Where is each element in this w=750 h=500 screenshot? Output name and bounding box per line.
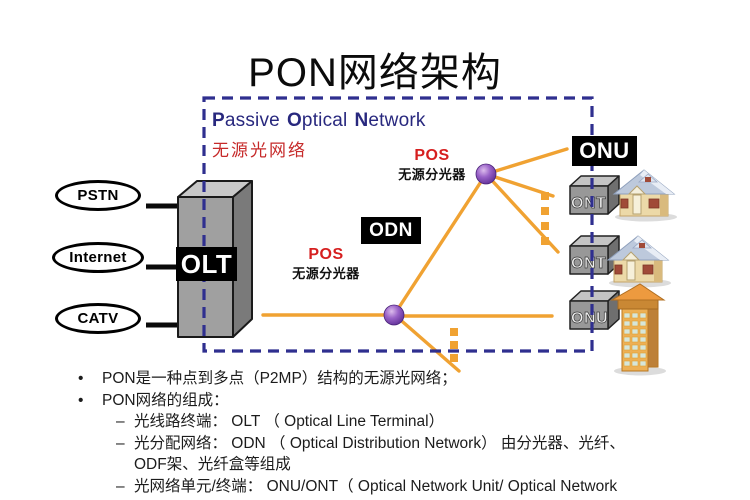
onu-label: ONU (572, 136, 637, 166)
pos-label-bottom: POS 无源分光器 (286, 246, 366, 281)
pon-boundary-dashed-rect (202, 96, 594, 353)
ont2-label: ONT (571, 255, 606, 272)
splitter-sphere-top (475, 163, 497, 185)
ont1-label: ONT (571, 195, 606, 212)
service-feed-lines (146, 203, 179, 328)
olt-label: OLT (176, 247, 237, 281)
pstn-ellipse: PSTN (55, 180, 141, 211)
bullet-subitem: – 光线路终端： OLT （ Optical Line Terminal） (116, 413, 445, 430)
catv-ellipse: CATV (55, 303, 141, 334)
more-terminals-dots (450, 192, 549, 362)
odn-label: ODN (361, 217, 421, 244)
fiber-to-onu-box (484, 147, 569, 176)
ont-cube-2 (569, 235, 620, 275)
fiber-branch-down (394, 314, 461, 373)
building-icon (610, 283, 666, 376)
internet-ellipse: Internet (52, 242, 144, 273)
bullet-list: • PON是一种点到多点（P2MP）结构的无源光网络； • PON网络的组成： … (78, 368, 746, 497)
ont-cube-1 (569, 175, 620, 215)
pos-bottom-name: POS (308, 246, 344, 263)
pon-initial-o: O (286, 110, 302, 131)
pon-expansion-chinese: 无源光网络 (212, 141, 307, 160)
onu3-label: ONU (571, 310, 608, 327)
bullet-subitem: – 光网络单元/终端： ONU/ONT（ Optical Network Uni… (116, 477, 618, 495)
house-1 (613, 169, 678, 222)
bullet-continuation: ODF架、光纤盒等组成 (134, 456, 291, 473)
splitter-sphere-bottom (383, 304, 405, 326)
bullet-item: • PON网络的组成： (78, 391, 229, 409)
pon-initial-n: N (354, 110, 369, 131)
fiber-splitter-to-splitter (392, 172, 488, 317)
pos-top-desc: 无源分光器 (398, 166, 466, 182)
fiber-lines (261, 147, 569, 373)
pos-top-name: POS (414, 147, 450, 164)
pon-initial-p: P (212, 110, 225, 131)
page-title: PON网络架构 (248, 51, 502, 95)
bullet-subitem: – 光分配网络： ODN （ Optical Distribution Netw… (116, 434, 625, 452)
bullet-item: • PON是一种点到多点（P2MP）结构的无源光网络； (78, 370, 457, 387)
pos-bottom-desc: 无源分光器 (292, 265, 360, 281)
pos-label-top: POS 无源分光器 (393, 147, 471, 182)
